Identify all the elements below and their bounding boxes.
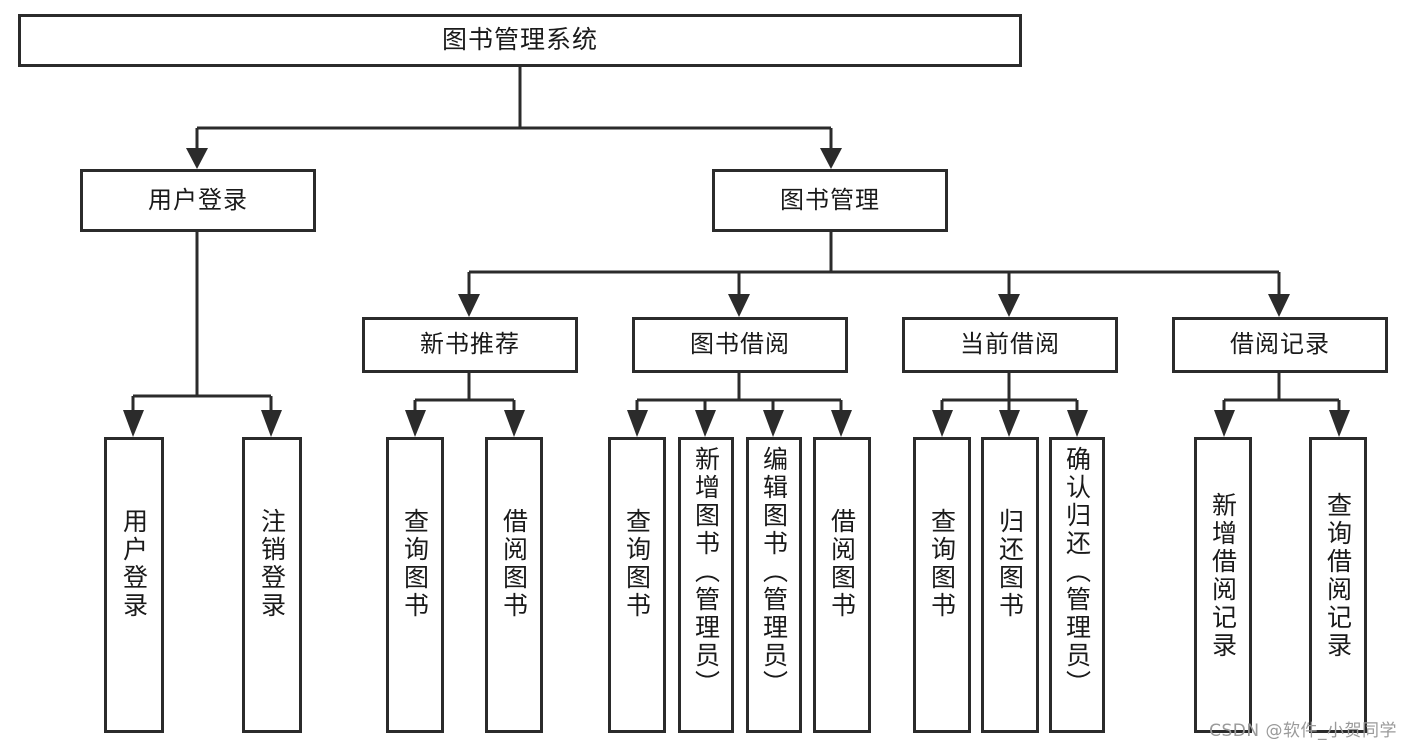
leaf-label: 编辑图书（管理员） [759, 446, 789, 698]
arrow-book-borrow [728, 294, 750, 317]
arrow-leaf-query-book-a [405, 410, 426, 437]
leaf-label: 查询图书 [400, 508, 430, 620]
node-user-login[interactable]: 用户登录 [80, 169, 316, 232]
node-borrow-record[interactable]: 借阅记录 [1172, 317, 1388, 373]
arrow-leaf-return-book [999, 410, 1020, 437]
leaf-label: 借阅图书 [827, 508, 857, 620]
leaf-logout[interactable]: 注销登录 [242, 437, 302, 733]
leaf-label: 查询借阅记录 [1323, 492, 1353, 660]
arrow-new-book-recommend [458, 294, 480, 317]
node-label: 用户登录 [148, 185, 248, 214]
leaf-label: 查询图书 [927, 508, 957, 620]
leaf-query-borrow-record[interactable]: 查询借阅记录 [1309, 437, 1367, 733]
arrow-leaf-query-book-c [932, 410, 953, 437]
arrow-user-login [186, 148, 208, 169]
leaf-edit-book-admin[interactable]: 编辑图书（管理员） [746, 437, 802, 733]
leaf-label: 新增图书（管理员） [691, 446, 721, 698]
leaf-label: 借阅图书 [499, 508, 529, 620]
leaf-query-book-borrow[interactable]: 查询图书 [608, 437, 666, 733]
arrow-current-borrow [998, 294, 1020, 317]
node-label: 图书借阅 [690, 330, 790, 359]
leaf-query-book-recommend[interactable]: 查询图书 [386, 437, 444, 733]
csdn-watermark: CSDN @软件_小贺同学 [1209, 721, 1397, 741]
arrow-leaf-edit-book [763, 410, 784, 437]
leaf-borrow-book-recommend[interactable]: 借阅图书 [485, 437, 543, 733]
arrow-leaf-add-record [1214, 410, 1235, 437]
node-root-book-management-system[interactable]: 图书管理系统 [18, 14, 1022, 67]
arrow-leaf-borrow-book-b [831, 410, 852, 437]
node-new-book-recommend[interactable]: 新书推荐 [362, 317, 578, 373]
leaf-borrow-book-borrow[interactable]: 借阅图书 [813, 437, 871, 733]
leaf-label: 查询图书 [622, 508, 652, 620]
node-label: 借阅记录 [1230, 330, 1330, 359]
leaf-label: 注销登录 [257, 508, 287, 620]
node-label: 新书推荐 [420, 330, 520, 359]
leaf-label: 新增借阅记录 [1208, 492, 1238, 660]
node-label: 当前借阅 [960, 330, 1060, 359]
leaf-label: 归还图书 [995, 508, 1025, 620]
arrow-leaf-add-book [695, 410, 716, 437]
leaf-user-login[interactable]: 用户登录 [104, 437, 164, 733]
leaf-add-book-admin[interactable]: 新增图书（管理员） [678, 437, 734, 733]
leaf-return-book[interactable]: 归还图书 [981, 437, 1039, 733]
node-label: 图书管理系统 [441, 25, 598, 55]
arrow-leaf-query-record [1329, 410, 1350, 437]
arrow-leaf-query-book-b [627, 410, 648, 437]
node-label: 图书管理 [780, 185, 880, 214]
arrow-leaf-logout [261, 410, 282, 437]
arrow-book-manage [820, 148, 842, 169]
node-book-borrow[interactable]: 图书借阅 [632, 317, 848, 373]
arrow-leaf-user-login [123, 410, 144, 437]
leaf-add-borrow-record[interactable]: 新增借阅记录 [1194, 437, 1252, 733]
arrow-borrow-record [1268, 294, 1290, 317]
arrow-leaf-borrow-book-a [504, 410, 525, 437]
node-current-borrow[interactable]: 当前借阅 [902, 317, 1118, 373]
arrow-leaf-confirm-return [1067, 410, 1088, 437]
leaf-label: 确认归还（管理员） [1062, 446, 1092, 698]
leaf-label: 用户登录 [119, 508, 149, 620]
leaf-query-book-current[interactable]: 查询图书 [913, 437, 971, 733]
leaf-confirm-return-admin[interactable]: 确认归还（管理员） [1049, 437, 1105, 733]
node-book-management[interactable]: 图书管理 [712, 169, 948, 232]
